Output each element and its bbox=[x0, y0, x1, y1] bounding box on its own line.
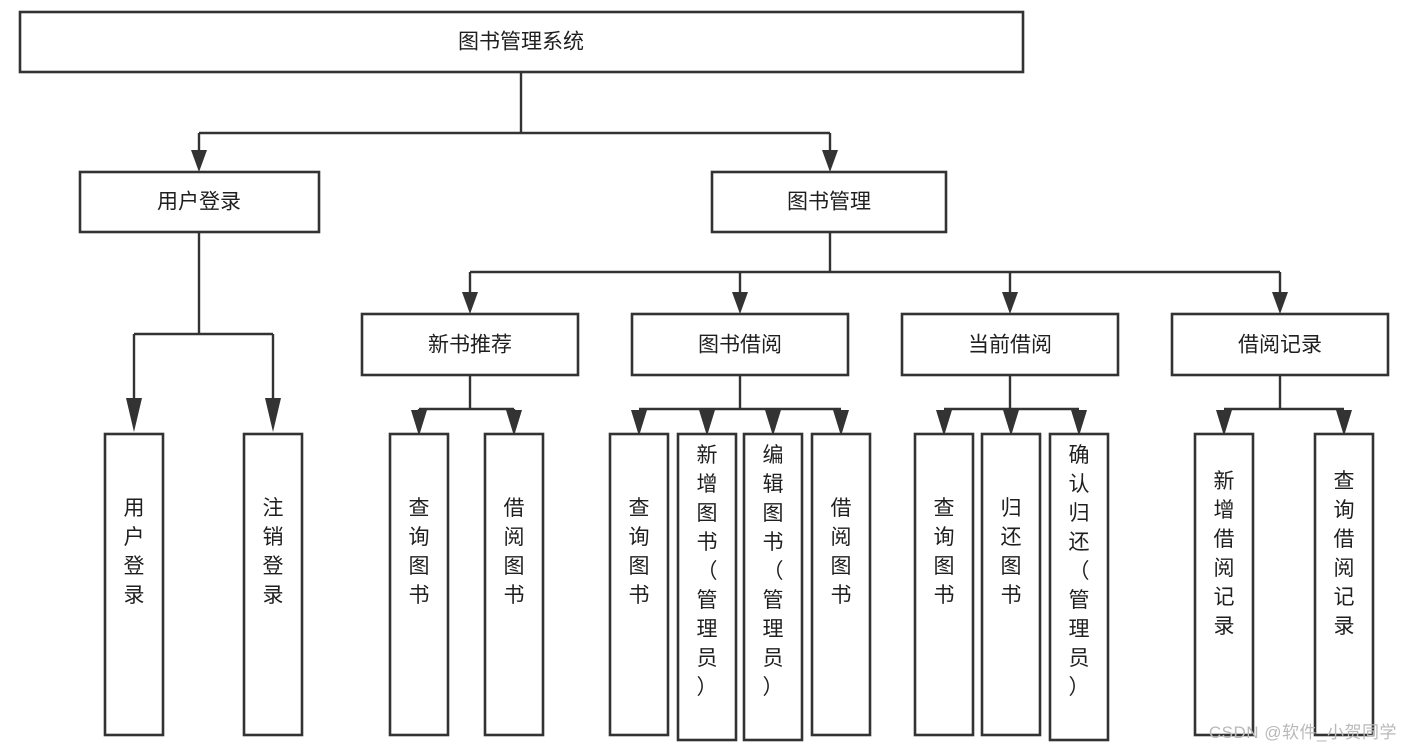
node-leaf-query-record[interactable]: 查询借阅记录 bbox=[1313, 432, 1375, 737]
node-leaf-borrow-book-2-label: 借阅图书 bbox=[831, 497, 852, 607]
node-leaf-edit-book-label: 编辑图书（管理员） bbox=[763, 444, 784, 699]
node-leaf-confirm-return[interactable]: 确认归还（管理员） bbox=[1048, 432, 1110, 742]
node-current-borrow[interactable]: 当前借阅 bbox=[900, 312, 1120, 377]
node-borrow-record[interactable]: 借阅记录 bbox=[1170, 312, 1390, 377]
node-user-login-label: 用户登录 bbox=[157, 191, 241, 214]
node-leaf-borrow-book-1-box[interactable] bbox=[483, 432, 545, 737]
node-leaf-query-book-3[interactable]: 查询图书 bbox=[913, 432, 975, 737]
node-book-manage-label: 图书管理 bbox=[787, 191, 871, 214]
node-leaf-query-book-2-label: 查询图书 bbox=[629, 497, 650, 607]
node-leaf-user-logout[interactable]: 注销登录 bbox=[242, 432, 304, 737]
node-leaf-query-book-1-box[interactable] bbox=[388, 432, 450, 737]
node-current-borrow-label: 当前借阅 bbox=[968, 334, 1052, 357]
node-leaf-user-login[interactable]: 用户登录 bbox=[103, 432, 165, 737]
node-leaf-add-record[interactable]: 新增借阅记录 bbox=[1193, 432, 1255, 737]
node-leaf-query-record-label: 查询借阅记录 bbox=[1334, 470, 1355, 638]
arrowhead-leaf-confirm-return bbox=[1071, 410, 1087, 436]
arrowhead-book-borrow bbox=[732, 292, 748, 314]
node-current-borrow-box[interactable] bbox=[900, 312, 1120, 377]
node-leaf-query-book-1-label: 查询图书 bbox=[409, 497, 430, 607]
node-leaf-add-record-label: 新增借阅记录 bbox=[1214, 470, 1235, 638]
arrowhead-leaf-query-book-2 bbox=[631, 410, 647, 436]
node-leaf-user-logout-box[interactable] bbox=[242, 432, 304, 737]
node-leaf-return-book-box[interactable] bbox=[980, 432, 1042, 737]
node-new-book-recommend-label: 新书推荐 bbox=[428, 334, 512, 357]
node-leaf-borrow-book-1[interactable]: 借阅图书 bbox=[483, 432, 545, 737]
node-book-borrow[interactable]: 图书借阅 bbox=[630, 312, 850, 377]
node-leaf-query-record-box[interactable] bbox=[1313, 432, 1375, 737]
node-leaf-borrow-book-2-box[interactable] bbox=[810, 432, 872, 737]
node-leaf-user-login-label: 用户登录 bbox=[124, 497, 145, 607]
arrowhead-leaf-query-book-1 bbox=[411, 410, 427, 436]
node-leaf-return-book-label: 归还图书 bbox=[1001, 497, 1022, 607]
node-leaf-add-record-box[interactable] bbox=[1193, 432, 1255, 737]
node-leaf-return-book[interactable]: 归还图书 bbox=[980, 432, 1042, 737]
arrowhead-leaf-borrow-book-1 bbox=[506, 410, 522, 436]
node-root-label: 图书管理系统 bbox=[458, 31, 584, 54]
connector-layer bbox=[126, 72, 1352, 436]
node-book-manage[interactable]: 图书管理 bbox=[710, 170, 948, 234]
node-leaf-confirm-return-label: 确认归还（管理员） bbox=[1069, 444, 1090, 699]
node-leaf-confirm-return-box[interactable] bbox=[1048, 432, 1110, 742]
arrowhead-leaf-edit-book bbox=[765, 410, 781, 436]
node-root-box[interactable] bbox=[18, 10, 1025, 74]
node-user-login[interactable]: 用户登录 bbox=[78, 170, 321, 234]
arrowhead-leaf-user-login bbox=[126, 398, 142, 432]
node-borrow-record-label: 借阅记录 bbox=[1238, 334, 1322, 357]
node-leaf-user-logout-label: 注销登录 bbox=[263, 497, 284, 607]
node-leaf-query-book-3-box[interactable] bbox=[913, 432, 975, 737]
arrowhead-leaf-query-record bbox=[1336, 410, 1352, 436]
node-leaf-query-book-2-box[interactable] bbox=[608, 432, 670, 737]
node-leaf-query-book-1[interactable]: 查询图书 bbox=[388, 432, 450, 737]
node-leaf-add-book-label: 新增图书（管理员） bbox=[697, 444, 718, 699]
node-leaf-user-login-box[interactable] bbox=[103, 432, 165, 737]
node-new-book-recommend-box[interactable] bbox=[360, 312, 580, 377]
node-root[interactable]: 图书管理系统 bbox=[18, 10, 1025, 74]
node-user-login-box[interactable] bbox=[78, 170, 321, 234]
arrowhead-leaf-query-book-3 bbox=[936, 410, 952, 436]
node-leaf-query-book-3-label: 查询图书 bbox=[934, 497, 955, 607]
arrowhead-book-manage bbox=[822, 150, 838, 172]
node-leaf-borrow-book-1-label: 借阅图书 bbox=[504, 497, 525, 607]
arrowhead-new-book-recommend bbox=[462, 292, 478, 314]
node-leaf-add-book[interactable]: 新增图书（管理员） bbox=[676, 432, 738, 742]
node-leaf-borrow-book-2[interactable]: 借阅图书 bbox=[810, 432, 872, 737]
node-leaf-add-book-box[interactable] bbox=[676, 432, 738, 742]
arrowhead-leaf-user-logout bbox=[265, 398, 281, 432]
arrowhead-leaf-add-book bbox=[699, 410, 715, 436]
node-book-borrow-label: 图书借阅 bbox=[698, 334, 782, 357]
node-borrow-record-box[interactable] bbox=[1170, 312, 1390, 377]
arrowhead-leaf-return-book bbox=[1003, 410, 1019, 436]
node-leaf-query-book-2[interactable]: 查询图书 bbox=[608, 432, 670, 737]
arrowhead-user-login bbox=[191, 150, 207, 172]
node-leaf-edit-book[interactable]: 编辑图书（管理员） bbox=[742, 432, 804, 742]
arrowhead-leaf-borrow-book-2 bbox=[833, 410, 849, 436]
arrowhead-current-borrow bbox=[1002, 292, 1018, 314]
node-new-book-recommend[interactable]: 新书推荐 bbox=[360, 312, 580, 377]
node-book-borrow-box[interactable] bbox=[630, 312, 850, 377]
node-leaf-edit-book-box[interactable] bbox=[742, 432, 804, 742]
node-book-manage-box[interactable] bbox=[710, 170, 948, 234]
arrowhead-leaf-add-record bbox=[1216, 410, 1232, 436]
arrowhead-borrow-record bbox=[1272, 292, 1288, 314]
